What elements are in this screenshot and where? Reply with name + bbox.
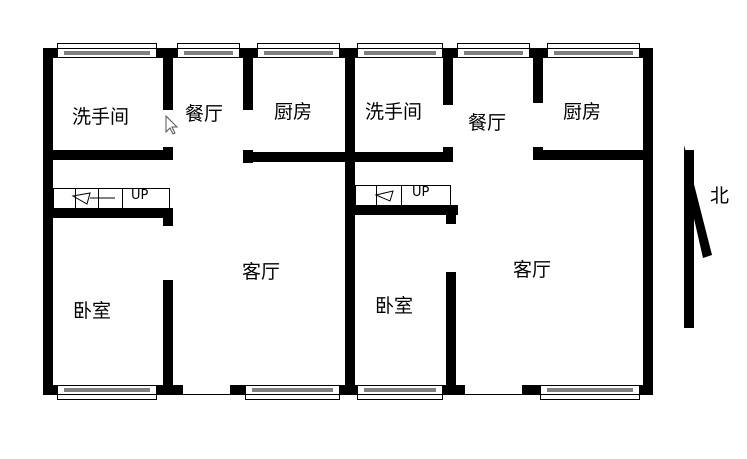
stairs-up-label: UP bbox=[412, 185, 430, 200]
room-label-living: 客厅 bbox=[513, 259, 552, 281]
room-label-kitchen: 厨房 bbox=[563, 101, 602, 123]
room-label-dining: 餐厅 bbox=[468, 112, 507, 134]
wall-right bbox=[643, 48, 653, 395]
room-label-bathroom: 洗手间 bbox=[72, 106, 130, 128]
stairs-arrow-icon bbox=[71, 192, 91, 205]
stairs bbox=[53, 185, 451, 209]
walls bbox=[43, 48, 653, 395]
room-label-bedroom: 卧室 bbox=[73, 300, 112, 322]
room-label-dining: 餐厅 bbox=[185, 103, 224, 125]
north-label: 北 bbox=[710, 185, 730, 207]
room-label-bedroom: 卧室 bbox=[375, 295, 414, 317]
windows bbox=[57, 43, 640, 400]
stairs-up-label: UP bbox=[131, 188, 149, 203]
north-arrow-icon bbox=[684, 145, 712, 328]
room-label-living: 客厅 bbox=[242, 261, 281, 283]
wall-middle bbox=[345, 48, 355, 395]
room-label-bathroom: 洗手间 bbox=[365, 101, 423, 123]
room-label-kitchen: 厨房 bbox=[274, 101, 313, 123]
stairs-arrow-icon bbox=[374, 190, 394, 202]
mouse-cursor-icon bbox=[165, 114, 179, 135]
wall-left bbox=[43, 48, 53, 395]
